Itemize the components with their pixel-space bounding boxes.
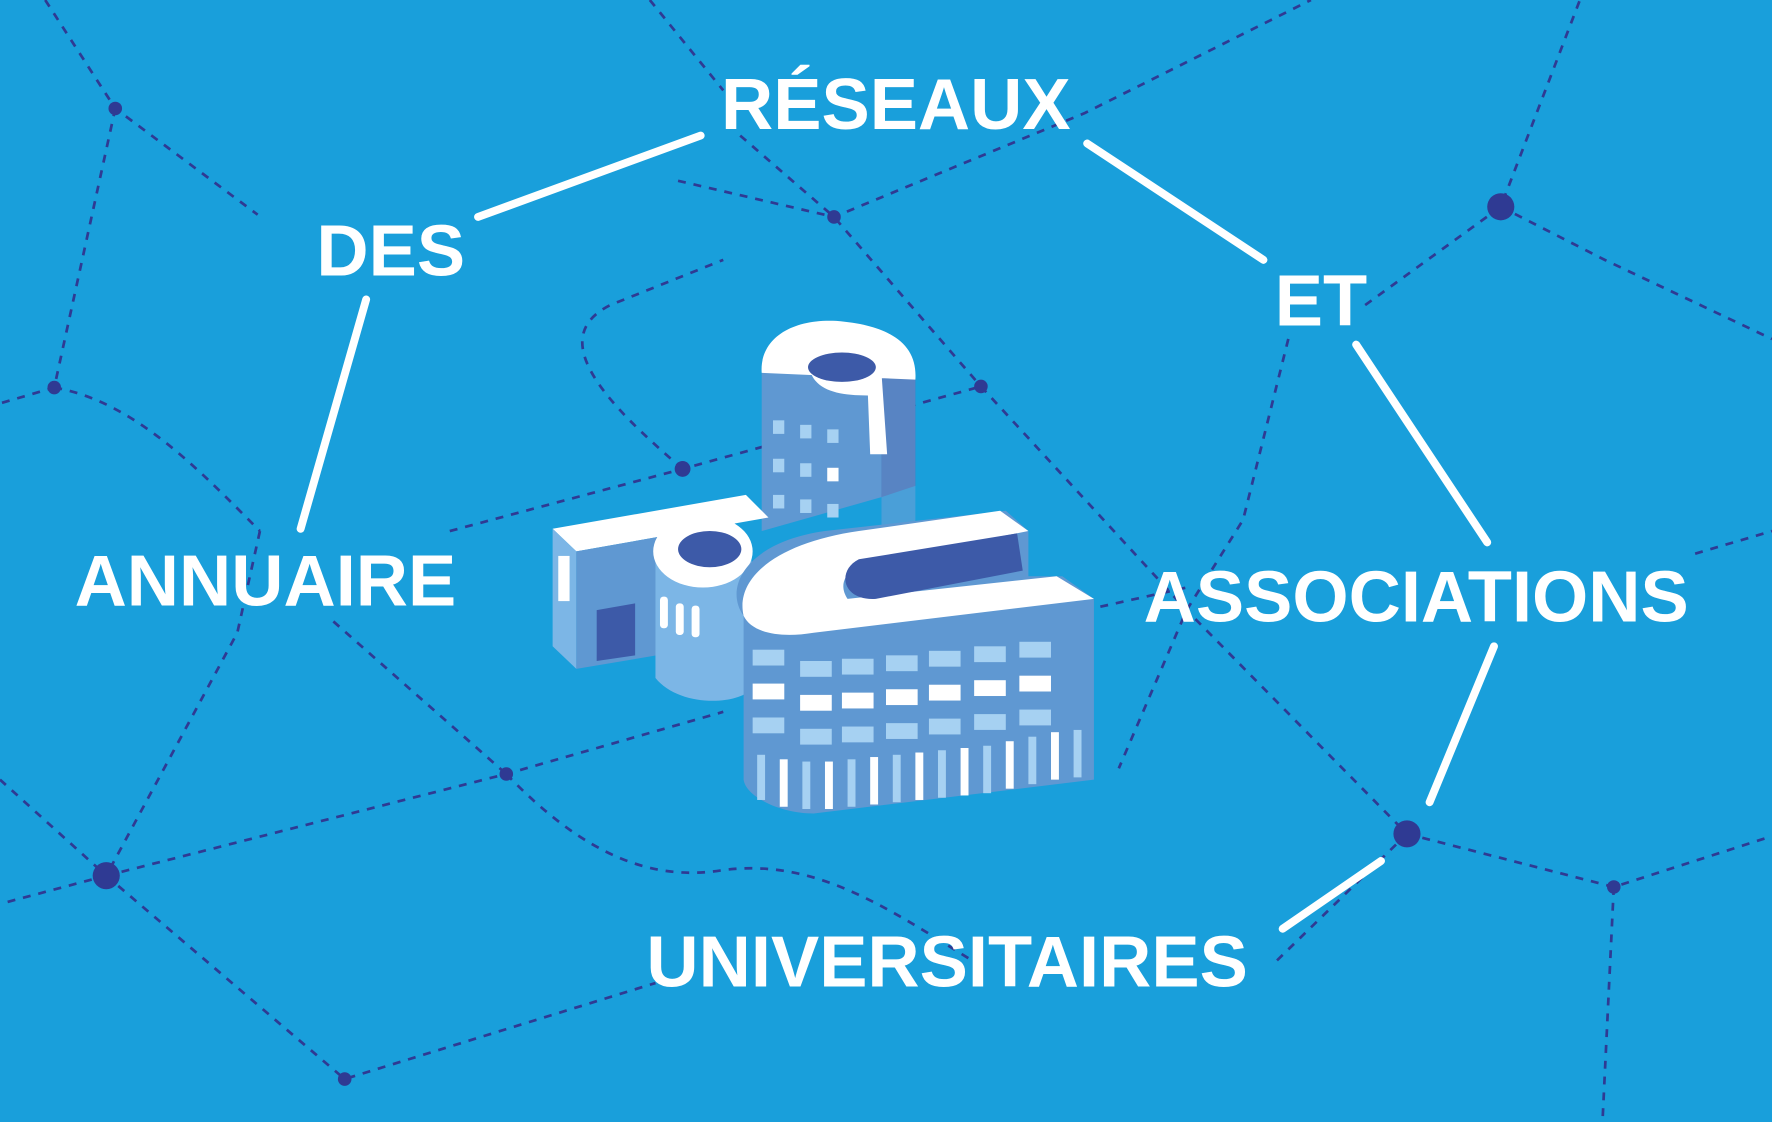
network-nodes (47, 101, 1621, 1086)
word-des: DES (316, 212, 465, 292)
word-et: ET (1275, 261, 1367, 341)
word-reseaux: RÉSEAUX (721, 65, 1071, 145)
word-associations: ASSOCIATIONS (1144, 557, 1689, 637)
word-universitaires: UNIVERSITAIRES (646, 922, 1247, 1002)
university-building-logo-icon (552, 320, 1094, 814)
column-stripes (757, 729, 1082, 810)
window-grid (752, 641, 1051, 745)
word-annuaire: ANNUAIRE (75, 542, 457, 622)
word-connectors (296, 131, 1498, 933)
